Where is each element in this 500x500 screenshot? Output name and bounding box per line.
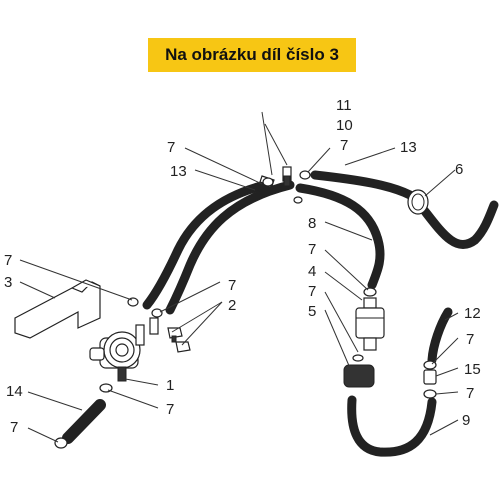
hose-12 bbox=[427, 307, 453, 365]
connector-15 bbox=[423, 360, 437, 399]
part-number-banner: Na obrázku díl číslo 3 bbox=[148, 38, 356, 72]
callout-7-center: 7 bbox=[228, 277, 236, 294]
hose-loop bbox=[165, 180, 295, 315]
callout-11: 11 bbox=[336, 97, 352, 114]
callout-7-left: 7 bbox=[4, 252, 12, 269]
fuel-filter-4 bbox=[355, 287, 385, 351]
callout-13-left: 13 bbox=[170, 163, 187, 180]
bolt-10 bbox=[282, 166, 292, 187]
hose-14 bbox=[54, 399, 106, 449]
hose-6-tail bbox=[415, 200, 499, 249]
banner-text: Na obrázku díl číslo 3 bbox=[165, 45, 339, 64]
callout-7-filter-mid: 7 bbox=[308, 283, 316, 300]
callout-12: 12 bbox=[464, 305, 481, 322]
callout-7-bottom-left: 7 bbox=[10, 419, 18, 436]
callout-13-right: 13 bbox=[400, 139, 417, 156]
clip-7-top bbox=[262, 170, 311, 204]
screws-2 bbox=[167, 327, 191, 353]
callout-7-filter-top: 7 bbox=[308, 241, 316, 258]
leader-lines bbox=[19, 111, 459, 443]
callout-2: 2 bbox=[228, 297, 236, 314]
hose-13-left bbox=[142, 180, 270, 310]
callout-7-right-upper: 7 bbox=[466, 331, 474, 348]
fuel-filter-5 bbox=[343, 354, 375, 388]
hose-clamp-6 bbox=[407, 189, 429, 215]
bracket-3 bbox=[14, 279, 101, 339]
callout-8: 8 bbox=[308, 215, 316, 232]
callout-5: 5 bbox=[308, 303, 316, 320]
callout-15: 15 bbox=[464, 361, 481, 378]
callout-7-upper-left: 7 bbox=[167, 139, 175, 156]
callout-7-top: 7 bbox=[340, 137, 348, 154]
hose-13-upper-right bbox=[310, 170, 415, 200]
fuel-valve bbox=[89, 317, 159, 382]
callout-3: 3 bbox=[4, 274, 12, 291]
callout-1: 1 bbox=[166, 377, 174, 394]
callout-9: 9 bbox=[462, 412, 470, 429]
callout-7-valve: 7 bbox=[166, 401, 174, 418]
hose-9 bbox=[347, 395, 437, 457]
callout-14: 14 bbox=[6, 383, 23, 400]
callout-4: 4 bbox=[308, 263, 316, 280]
callout-7-right-lower: 7 bbox=[466, 385, 474, 402]
callout-10: 10 bbox=[336, 117, 353, 134]
callout-6: 6 bbox=[455, 161, 463, 178]
hose-8 bbox=[295, 183, 385, 290]
